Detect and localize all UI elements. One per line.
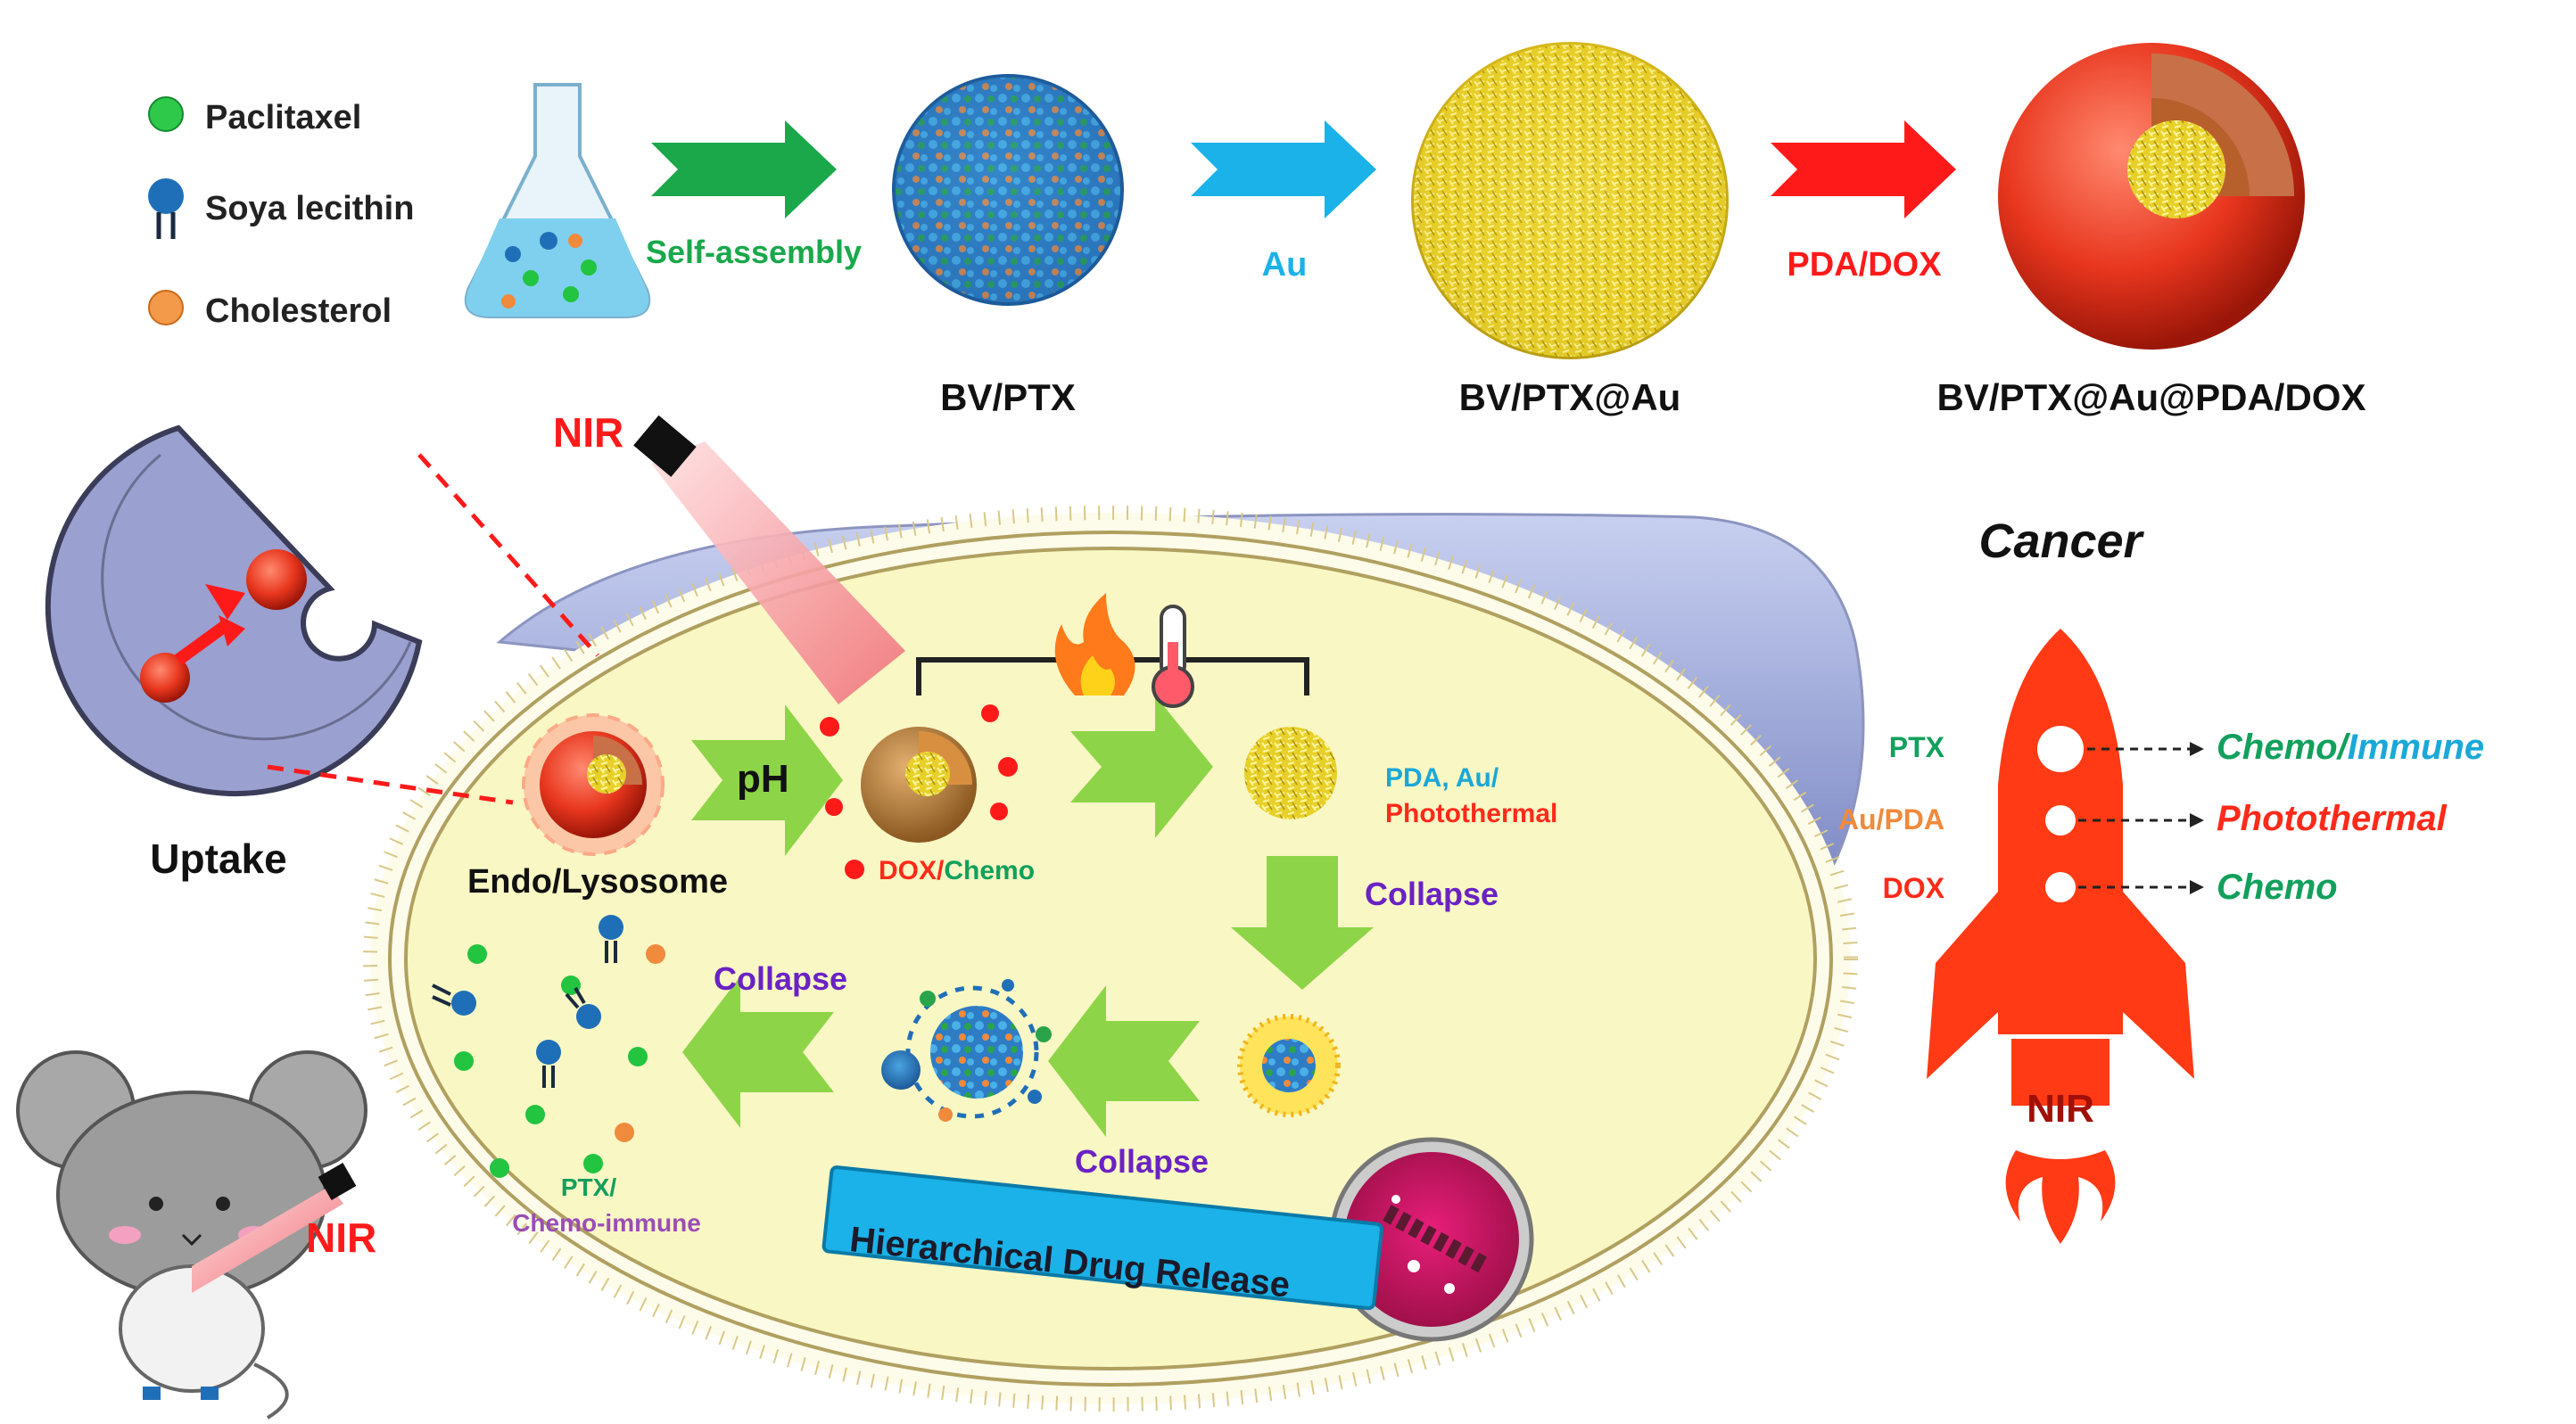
legend-label-cholesterol: Cholesterol — [205, 292, 392, 330]
product-label-bv-ptx: BV/PTX — [940, 376, 1076, 418]
collapse-arrow-left-2 — [682, 976, 834, 1128]
step-label-au: Au — [1261, 246, 1308, 284]
endo-lysosome-particle — [522, 713, 665, 856]
bv-ptx-sphere — [892, 74, 1124, 306]
ph-arrow — [691, 704, 843, 856]
rocket-right-label-chemo-immune: Chemo/Immune — [2217, 729, 2484, 765]
cancer-title: Cancer — [1978, 514, 2143, 568]
nir-label-mouse: NIR — [306, 1214, 377, 1261]
photothermal-arrow — [1070, 696, 1213, 838]
released-molecules — [432, 915, 665, 1178]
chemo-immune-label: Chemo-immune — [512, 1209, 701, 1237]
bv-ptx-au-pda-dox-particle — [1998, 43, 2305, 350]
collapse-arrow-left-1 — [1048, 985, 1200, 1137]
flask-icon — [464, 83, 651, 318]
dox-text: DOX — [879, 856, 937, 885]
chemo-text: Chemo — [944, 856, 1036, 885]
product-label-bv-ptx-au-pda-dox: BV/PTX@Au@PDA/DOX — [1936, 376, 2366, 418]
ptx-release-label: PTX/ — [560, 1173, 617, 1201]
collapse-label-3: Collapse — [1075, 1143, 1210, 1180]
product-label-bv-ptx-au: BV/PTX@Au — [1458, 376, 1681, 418]
step-label-self-assembly: Self-assembly — [645, 234, 863, 270]
disrupted-sphere — [881, 979, 1052, 1122]
drug-release-banner-shape — [822, 1165, 1383, 1311]
legend-label-soya-lecithin: Soya lecithin — [205, 190, 415, 227]
bv-ptx-au-particle — [1411, 42, 1729, 359]
dox-release-particle — [820, 704, 1018, 879]
uptake-particle — [246, 549, 307, 610]
fire-icon — [1054, 593, 1135, 696]
uptake-label: Uptake — [150, 835, 287, 882]
petri-dish — [1329, 1137, 1534, 1342]
gold-nanostructure — [1244, 727, 1337, 819]
rocket-right-label-photothermal: Photothermal — [2217, 799, 2447, 838]
self-assembly-arrow — [651, 120, 837, 218]
immune-part: Immune — [2347, 728, 2485, 767]
au-arrow — [1191, 120, 1376, 218]
step-label-pda-dox: PDA/DOX — [1787, 246, 1942, 284]
collapse-arrow-down — [1231, 856, 1374, 990]
separator-part: / — [2337, 728, 2348, 767]
thermometer-icon — [1152, 605, 1194, 708]
pda-dox-arrow — [1771, 120, 1956, 218]
nir-laser — [633, 415, 905, 704]
rocket-icon — [1927, 629, 2204, 1244]
collapse-label-1: Collapse — [1365, 876, 1499, 912]
legend — [148, 96, 184, 325]
mouse-icon — [16, 1050, 367, 1420]
orange-dot-icon — [148, 290, 184, 325]
uptake-cell — [45, 424, 599, 805]
rocket-left-label-au-pda: Au/PDA — [1837, 803, 1944, 835]
dox-separator: / — [937, 856, 945, 885]
collapse-label-2: Collapse — [714, 960, 848, 997]
green-dot-icon — [148, 96, 184, 132]
photothermal-cell-label: Photothermal — [1385, 799, 1558, 828]
pda-au-label: PDA, Au/ — [1385, 763, 1499, 793]
endo-lysosome-label: Endo/Lysosome — [466, 863, 729, 901]
rocket-left-label-dox: DOX — [1882, 872, 1944, 904]
rocket-nir-label: NIR — [2027, 1087, 2094, 1131]
collapsing-particle — [1237, 1014, 1341, 1117]
rocket-left-label-ptx: PTX — [1888, 731, 1944, 763]
chemo-part: Chemo — [2217, 728, 2338, 767]
ph-label: pH — [737, 757, 789, 801]
dox-chemo-label: DOX/Chemo — [879, 858, 1035, 885]
lipid-molecule-icon — [148, 178, 184, 239]
legend-label-paclitaxel: Paclitaxel — [205, 99, 362, 136]
nir-label-top: NIR — [553, 409, 624, 456]
rocket-right-label-chemo: Chemo — [2217, 868, 2338, 907]
